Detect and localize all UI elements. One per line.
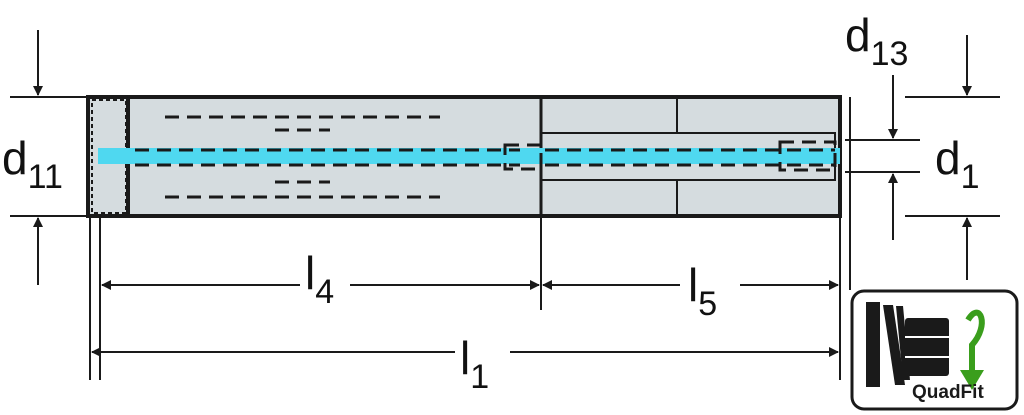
label-sub: 11 xyxy=(27,158,63,196)
label-d11: d11 xyxy=(2,132,63,194)
label-d1: d1 xyxy=(935,132,980,194)
quadfit-badge xyxy=(850,289,1019,411)
label-l5: l5 xyxy=(688,259,717,321)
label-sub: 5 xyxy=(698,285,718,323)
label-base: l xyxy=(688,259,699,311)
label-base: d xyxy=(845,9,871,61)
label-base: l xyxy=(305,247,316,299)
label-base: d xyxy=(935,132,961,184)
quadfit-rotation-icon xyxy=(866,302,949,387)
label-base: d xyxy=(2,132,28,184)
quadfit-label: QuadFit xyxy=(912,382,984,403)
label-l1: l1 xyxy=(460,332,489,394)
label-base: l xyxy=(460,332,471,384)
label-d13: d13 xyxy=(845,9,908,71)
label-l4: l4 xyxy=(305,247,334,309)
label-sub: 13 xyxy=(870,35,909,73)
coolant-channel xyxy=(98,148,840,164)
hidden-lines xyxy=(135,115,837,199)
label-sub: 1 xyxy=(960,158,980,196)
label-sub: 4 xyxy=(315,273,335,311)
label-sub: 1 xyxy=(470,358,490,396)
